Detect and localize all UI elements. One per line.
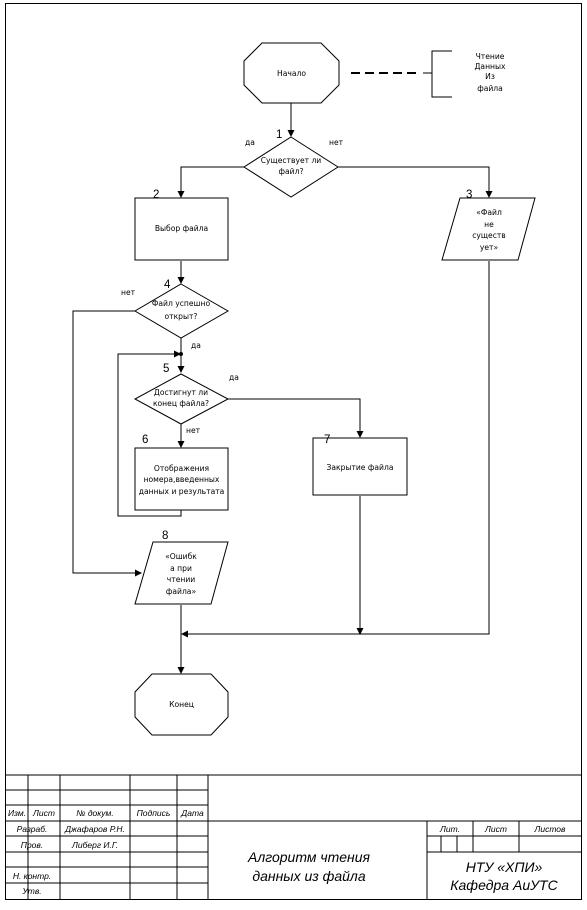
svg-text:«Ошибк: «Ошибк	[165, 552, 197, 561]
svg-text:файла: файла	[477, 84, 503, 93]
svg-text:номера,введенных: номера,введенных	[144, 475, 220, 484]
svg-text:открыт?: открыт?	[165, 312, 198, 321]
block-number-6: 6	[142, 434, 148, 446]
svg-text:Дата: Дата	[180, 808, 204, 818]
svg-text:Данных: Данных	[474, 62, 506, 71]
yes-label-5: да	[229, 373, 239, 382]
organization-line-1: НТУ «ХПИ»	[466, 859, 543, 875]
title-block	[5, 774, 582, 899]
document-title-line-1: Алгоритм чтения	[247, 849, 371, 865]
svg-text:Чтение: Чтение	[476, 52, 505, 61]
title-block-signatures: Разраб. Джафаров Р.Н. Пров. Либерг И.Г. …	[13, 824, 125, 896]
svg-text:Лист: Лист	[32, 808, 55, 818]
svg-text:чтении: чтении	[167, 575, 195, 584]
svg-text:а при: а при	[170, 564, 192, 573]
svg-text:Существует ли: Существует ли	[261, 156, 322, 165]
yes-label-4: да	[191, 341, 201, 350]
svg-text:ует»: ует»	[480, 243, 499, 252]
block-number-7: 7	[324, 434, 330, 446]
junction-dot	[179, 352, 183, 356]
lit-label: Лит.	[439, 824, 460, 834]
io-file-not-exists	[441, 197, 536, 261]
svg-text:№ докум.: № докум.	[76, 808, 113, 818]
svg-text:Изм.: Изм.	[8, 808, 26, 818]
organization-line-2: Кафедра АиУТС	[450, 877, 558, 893]
yes-label-1: да	[245, 138, 255, 147]
svg-text:Либерг И.Г.: Либерг И.Г.	[71, 840, 118, 850]
block-number-3: 3	[466, 189, 472, 201]
no-label-4: нет	[121, 288, 136, 297]
svg-text:Подпись: Подпись	[137, 808, 171, 818]
sheet-frame	[5, 3, 582, 900]
block-number-5: 5	[163, 363, 169, 375]
no-label-5: нет	[186, 426, 201, 435]
decision-file-opened	[134, 283, 230, 339]
start-terminator	[243, 42, 340, 104]
svg-text:файл?: файл?	[279, 167, 304, 176]
svg-text:Выбор файла: Выбор файла	[155, 224, 208, 233]
svg-text:Закрытие файла: Закрытие файла	[327, 463, 394, 472]
start-label: Начало	[277, 69, 306, 78]
comment-text: Чтение Данных Из файла	[474, 52, 506, 93]
block-number-4: 4	[164, 279, 171, 291]
svg-text:Разраб.: Разраб.	[17, 824, 48, 834]
svg-text:данных и результата: данных и результата	[139, 487, 225, 496]
sheets-label: Листов	[534, 824, 567, 834]
decision-end-of-file	[133, 373, 230, 425]
svg-text:Пров.: Пров.	[21, 840, 43, 850]
svg-text:«Файл: «Файл	[476, 208, 502, 217]
svg-text:Джафаров Р.Н.: Джафаров Р.Н.	[64, 824, 125, 834]
end-label: Конец	[169, 700, 194, 709]
process-select-file	[134, 197, 229, 261]
connector-lines	[72, 50, 493, 674]
title-block-headers: Изм. Лист № докум. Подпись Дата	[8, 808, 204, 818]
svg-text:Из: Из	[485, 72, 495, 81]
block-number-1: 1	[276, 129, 282, 141]
process-display-results	[134, 447, 229, 511]
end-terminator	[134, 673, 229, 736]
svg-text:Н. контр.: Н. контр.	[13, 871, 51, 881]
decision-file-exists	[243, 136, 339, 198]
io-read-error	[134, 541, 229, 605]
svg-text:существ: существ	[472, 231, 506, 240]
block-number-8: 8	[162, 530, 168, 542]
document-title-line-2: данных из файла	[252, 868, 365, 884]
sheet-label: Лист	[484, 824, 507, 834]
svg-text:Файл успешно: Файл успешно	[152, 299, 211, 308]
svg-text:файла»: файла»	[166, 587, 197, 596]
svg-text:не: не	[484, 220, 494, 229]
svg-text:Отображения: Отображения	[154, 464, 209, 473]
no-label-1: нет	[329, 138, 344, 147]
svg-text:Утв.: Утв.	[21, 886, 41, 896]
svg-text:конец файла?: конец файла?	[153, 399, 209, 408]
block-number-2: 2	[153, 189, 159, 201]
svg-text:Достигнут ли: Достигнут ли	[154, 388, 208, 397]
process-close-file	[312, 437, 408, 496]
